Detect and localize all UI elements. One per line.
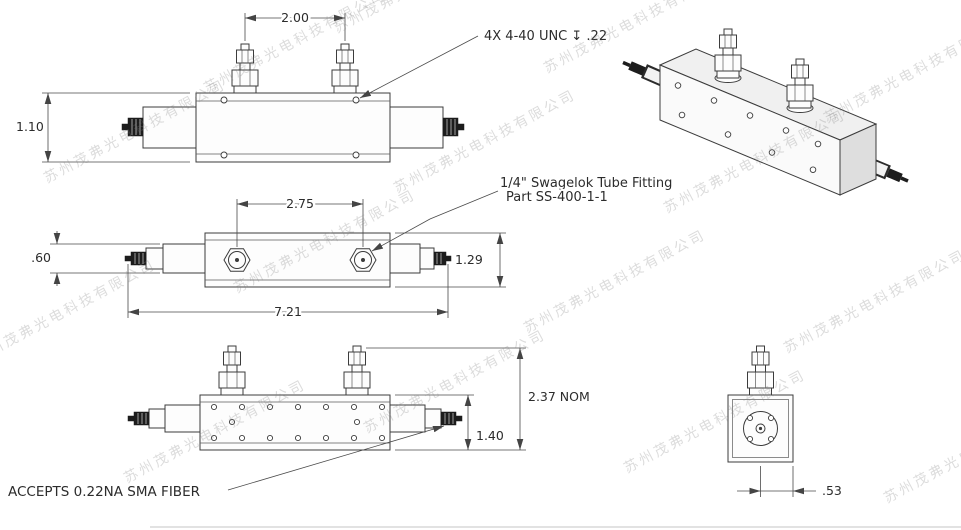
- top-view-body: [195, 92, 391, 163]
- dim-fitting-spacing: 2.00: [244, 8, 346, 41]
- dim-2-00-text: 2.00: [281, 10, 309, 25]
- dim-overall-height: 2.37 NOM: [366, 347, 592, 450]
- dim-1-40-text: 1.40: [476, 428, 504, 443]
- sma-connector-right: [389, 404, 463, 433]
- dim-overall-length: 7.21: [127, 264, 449, 322]
- callout-tapped-holes-text: 4X 4-40 UNC ↧ .22: [484, 29, 607, 44]
- sma-connector-left: [127, 404, 201, 433]
- dim-port-spacing: 2.75: [236, 194, 364, 247]
- callout-swagelok-line1: 1/4" Swagelok Tube Fitting: [500, 176, 672, 191]
- callout-sma-fiber: ACCEPTS 0.22NA SMA FIBER: [8, 425, 445, 500]
- dim-body-height: 1.40: [395, 394, 526, 451]
- top-view: 2.00 1.10 4X 4-40 UNC ↧ .22: [14, 8, 609, 163]
- sma-connector-left: [121, 106, 197, 149]
- dim-body-width: 1.10: [14, 92, 190, 163]
- dim-body-height: 1.29: [395, 232, 506, 288]
- callout-swagelok-fitting: 1/4" Swagelok Tube Fitting Part SS-400-1…: [371, 174, 674, 252]
- sma-connector-right: [389, 106, 465, 149]
- swagelok-fitting: [786, 58, 814, 109]
- dim-1-10-text: 1.10: [16, 119, 44, 134]
- end-view-body: [727, 394, 794, 463]
- isometric-view: [622, 28, 909, 196]
- dim-1-29-text: 1.29: [455, 252, 483, 267]
- swagelok-fitting: [231, 43, 259, 94]
- iso-fittings: [714, 28, 814, 113]
- front-view: 2.75 .60 1.29 7.21 1/4" Swagelok Tube Fi…: [29, 174, 675, 322]
- sma-connector-right: [389, 243, 452, 274]
- bottom-view: 1.40 2.37 NOM ACCEPTS 0.22NA SMA FIBER: [8, 345, 592, 500]
- swagelok-fitting: [331, 43, 359, 94]
- swagelok-fitting: [714, 28, 742, 79]
- iso-body: [658, 48, 878, 196]
- callout-sma-fiber-text: ACCEPTS 0.22NA SMA FIBER: [8, 484, 200, 500]
- end-view: .53: [727, 345, 844, 501]
- dim-offset: .53: [737, 466, 844, 501]
- dim-connector-dia: .60: [29, 231, 160, 286]
- swagelok-fitting: [343, 345, 371, 396]
- dim-2-75-text: 2.75: [286, 196, 314, 211]
- callout-swagelok-line2: Part SS-400-1-1: [506, 190, 608, 205]
- dim-2-37-nom-text: 2.37 NOM: [528, 389, 590, 404]
- sma-connector-left: [124, 243, 206, 274]
- dim-7-21-text: 7.21: [274, 304, 302, 319]
- bottom-view-body: [199, 394, 391, 451]
- callout-tapped-holes: 4X 4-40 UNC ↧ .22: [359, 27, 609, 99]
- swagelok-fitting: [747, 345, 774, 396]
- dim-0-60-text: .60: [31, 250, 51, 265]
- dim-0-53-text: .53: [822, 483, 842, 498]
- swagelok-fitting: [218, 345, 246, 396]
